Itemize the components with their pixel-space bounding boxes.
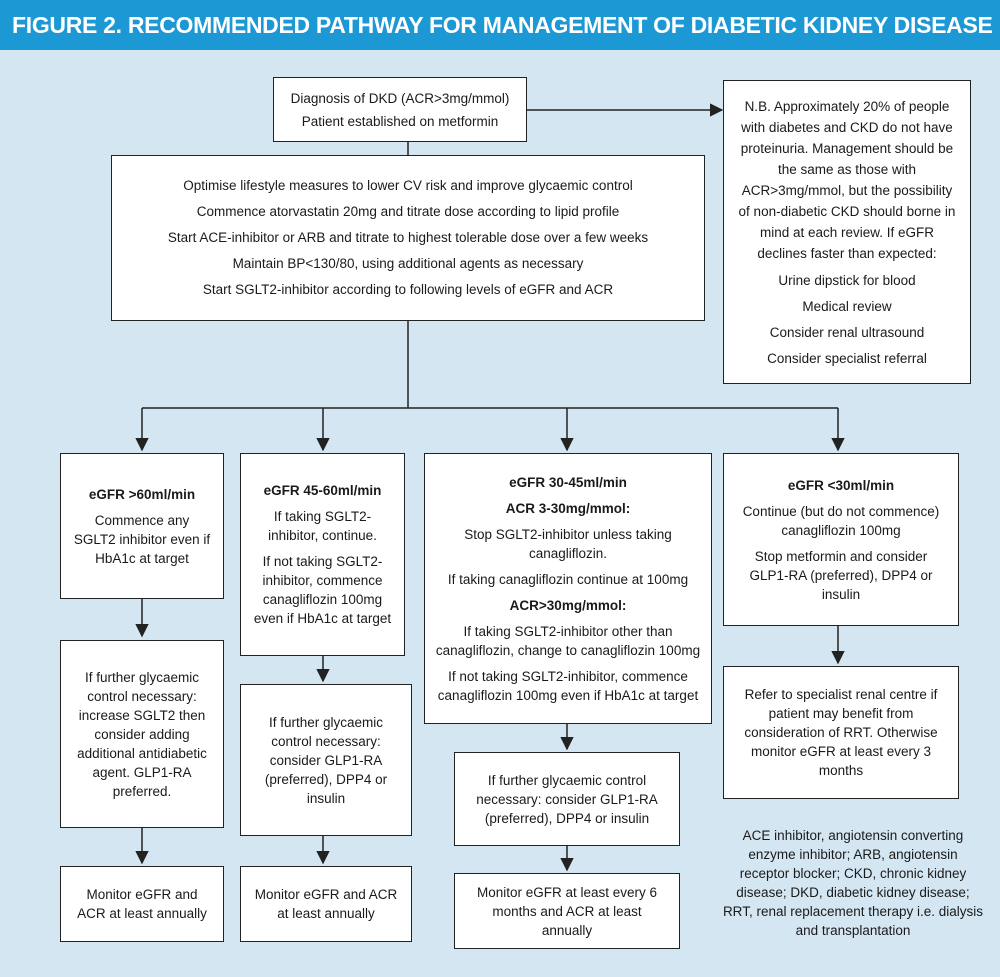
col2-further-control-text: If further glycaemic control necessary: … <box>264 714 388 806</box>
acr-3-30-subheading: ACR 3-30mg/mmol: <box>505 500 631 516</box>
specialist-referral-box: Refer to specialist renal centre if pati… <box>723 666 959 799</box>
egfr-under-30-text-1: Continue (but do not commence) canaglifl… <box>742 503 940 538</box>
col3-monitor-text: Monitor eGFR at least every 6 months and… <box>476 884 658 938</box>
egfr-45-60-text-2: If not taking SGLT2-inhibitor, commence … <box>253 554 392 626</box>
note-item-dipstick: Urine dipstick for blood <box>778 273 916 288</box>
diagnosis-line-2: Patient established on metformin <box>301 113 499 129</box>
measure-lifestyle: Optimise lifestyle measures to lower CV … <box>183 178 633 193</box>
egfr-under-30-heading: eGFR <30ml/min <box>787 477 895 493</box>
col1-monitor-text: Monitor eGFR and ACR at least annually <box>77 887 207 921</box>
note-item-referral: Consider specialist referral <box>767 351 927 366</box>
col2-monitor-text: Monitor eGFR and ACR at least annually <box>254 887 398 921</box>
specialist-referral-text: Refer to specialist renal centre if pati… <box>744 687 938 778</box>
col1-monitor-box: Monitor eGFR and ACR at least annually <box>60 866 224 942</box>
acr-3-30-text-1: Stop SGLT2-inhibitor unless taking canag… <box>464 526 672 561</box>
figure-title: FIGURE 2. RECOMMENDED PATHWAY FOR MANAGE… <box>0 0 1000 50</box>
measure-ace-arb: Start ACE-inhibitor or ARB and titrate t… <box>167 230 649 245</box>
egfr-under-30-box: eGFR <30ml/min Continue (but do not comm… <box>723 453 959 626</box>
measure-bp: Maintain BP<130/80, using additional age… <box>232 256 584 271</box>
acr-over-30-text-2: If not taking SGLT2-inhibitor, commence … <box>437 668 699 703</box>
col1-further-control-text: If further glycaemic control necessary: … <box>77 669 207 799</box>
acr-over-30-subheading: ACR>30mg/mmol: <box>509 597 627 613</box>
note-box: N.B. Approximately 20% of people with di… <box>723 80 971 384</box>
diagnosis-box: Diagnosis of DKD (ACR>3mg/mmol) Patient … <box>273 77 527 142</box>
col3-further-control-box: If further glycaemic control necessary: … <box>454 752 680 846</box>
note-text: N.B. Approximately 20% of people with di… <box>738 99 956 261</box>
col3-further-control-text: If further glycaemic control necessary: … <box>476 772 658 826</box>
col3-monitor-box: Monitor eGFR at least every 6 months and… <box>454 873 680 949</box>
diagnosis-line-1: Diagnosis of DKD (ACR>3mg/mmol) <box>290 90 510 106</box>
col2-further-control-box: If further glycaemic control necessary: … <box>240 684 412 836</box>
general-measures-box: Optimise lifestyle measures to lower CV … <box>111 155 705 321</box>
egfr-over-60-heading: eGFR >60ml/min <box>88 486 196 502</box>
col2-monitor-box: Monitor eGFR and ACR at least annually <box>240 866 412 942</box>
measure-sglt2: Start SGLT2-inhibitor according to follo… <box>202 282 614 297</box>
acr-3-30-text-2: If taking canagliflozin continue at 100m… <box>447 571 689 587</box>
acr-over-30-text-1: If taking SGLT2-inhibitor other than can… <box>435 623 701 658</box>
egfr-30-45-box: eGFR 30-45ml/min ACR 3-30mg/mmol: Stop S… <box>424 453 712 724</box>
egfr-over-60-text: Commence any SGLT2 inhibitor even if HbA… <box>73 512 211 566</box>
abbreviations-legend: ACE inhibitor, angiotensin converting en… <box>722 828 984 938</box>
egfr-45-60-text-1: If taking SGLT2-inhibitor, continue. <box>268 509 377 543</box>
egfr-45-60-box: eGFR 45-60ml/min If taking SGLT2-inhibit… <box>240 453 405 656</box>
egfr-30-45-heading: eGFR 30-45ml/min <box>509 474 627 490</box>
note-item-review: Medical review <box>802 299 892 314</box>
egfr-under-30-text-2: Stop metformin and consider GLP1-RA (pre… <box>749 548 933 602</box>
egfr-over-60-box: eGFR >60ml/min Commence any SGLT2 inhibi… <box>60 453 224 599</box>
note-item-ultrasound: Consider renal ultrasound <box>769 325 925 340</box>
measure-atorvastatin: Commence atorvastatin 20mg and titrate d… <box>196 204 620 219</box>
egfr-45-60-heading: eGFR 45-60ml/min <box>263 483 382 498</box>
col1-further-control-box: If further glycaemic control necessary: … <box>60 640 224 828</box>
